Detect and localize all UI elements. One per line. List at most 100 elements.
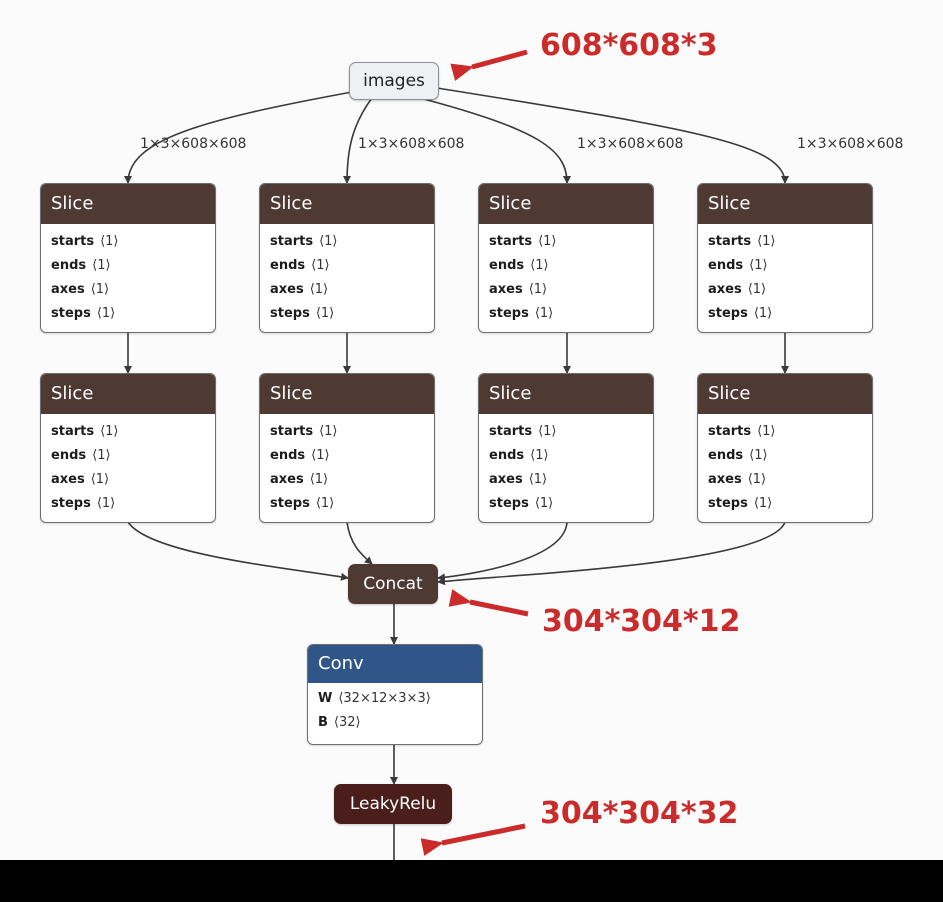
attr-value-starts: ⟨1⟩ <box>757 234 776 249</box>
attr-name-steps: steps <box>51 496 91 511</box>
attr-value-axes: ⟨1⟩ <box>747 282 767 297</box>
attr-value-starts: ⟨1⟩ <box>319 234 338 249</box>
node-title: Slice <box>479 184 653 224</box>
attr-name-ends: ends <box>270 258 306 273</box>
attr-value-starts: ⟨1⟩ <box>100 234 119 249</box>
concat-node[interactable]: Concat <box>348 564 438 604</box>
edge-slice2-3-concat <box>437 521 568 582</box>
annotation-arrow-concat <box>448 589 529 617</box>
node-title: Slice <box>41 374 215 414</box>
attr-value-ends: ⟨1⟩ <box>530 448 549 463</box>
slice-node-r2-c4[interactable]: Slice starts⟨1⟩ ends⟨1⟩ axes⟨1⟩ steps⟨1⟩ <box>697 373 873 523</box>
attr-value-starts: ⟨1⟩ <box>319 424 338 439</box>
attr-value-steps: ⟨1⟩ <box>315 496 335 511</box>
node-title: Slice <box>479 374 653 414</box>
attr-value-ends: ⟨1⟩ <box>311 448 330 463</box>
attr-name-starts: starts <box>51 424 95 439</box>
attr-value-steps: ⟨1⟩ <box>753 496 773 511</box>
node-title: Slice <box>260 374 434 414</box>
slice-node-r2-c1[interactable]: Slice starts⟨1⟩ ends⟨1⟩ axes⟨1⟩ steps⟨1⟩ <box>40 373 216 523</box>
attr-name-starts: starts <box>489 424 533 439</box>
annotation-arrow-leaky <box>420 823 526 856</box>
attr-name-ends: ends <box>270 448 306 463</box>
attr-value-axes: ⟨1⟩ <box>90 282 110 297</box>
attr-value-ends: ⟨1⟩ <box>92 448 111 463</box>
node-title: Slice <box>260 184 434 224</box>
attr-value-ends: ⟨1⟩ <box>530 258 549 273</box>
attr-value-steps: ⟨1⟩ <box>96 496 116 511</box>
edge-images-slice-2 <box>343 97 373 184</box>
attr-value-ends: ⟨1⟩ <box>92 258 111 273</box>
annotation-input-shape: 608*608*3 <box>540 28 718 63</box>
attr-name-steps: steps <box>489 306 529 321</box>
slice-node-r1-c3[interactable]: Slice starts⟨1⟩ ends⟨1⟩ axes⟨1⟩ steps⟨1⟩ <box>478 183 654 333</box>
node-title: Slice <box>698 184 872 224</box>
annotation-arrow-input <box>450 49 528 81</box>
edge-label-2: 1×3×608×608 <box>358 136 465 152</box>
node-title: Conv <box>308 645 482 683</box>
attr-name-steps: steps <box>708 306 748 321</box>
node-title: Slice <box>41 184 215 224</box>
attr-value-axes: ⟨1⟩ <box>528 282 548 297</box>
attr-value-steps: ⟨1⟩ <box>534 306 554 321</box>
attr-name-ends: ends <box>51 258 87 273</box>
slice-node-r2-c3[interactable]: Slice starts⟨1⟩ ends⟨1⟩ axes⟨1⟩ steps⟨1⟩ <box>478 373 654 523</box>
attr-value-starts: ⟨1⟩ <box>538 424 557 439</box>
attr-value-starts: ⟨1⟩ <box>757 424 776 439</box>
attr-value-weights: ⟨32×12×3×3⟩ <box>338 691 431 706</box>
slice-node-r1-c4[interactable]: Slice starts⟨1⟩ ends⟨1⟩ axes⟨1⟩ steps⟨1⟩ <box>697 183 873 333</box>
attr-name-ends: ends <box>708 448 744 463</box>
attr-name-steps: steps <box>270 306 310 321</box>
edge-label-3: 1×3×608×608 <box>577 136 684 152</box>
attr-name-axes: axes <box>708 282 742 297</box>
attr-name-axes: axes <box>270 282 304 297</box>
edge-label-4: 1×3×608×608 <box>797 136 904 152</box>
attr-name-starts: starts <box>270 234 314 249</box>
edge-images-slice-1 <box>124 91 353 184</box>
attr-value-starts: ⟨1⟩ <box>100 424 119 439</box>
attr-name-ends: ends <box>708 258 744 273</box>
attr-name-starts: starts <box>270 424 314 439</box>
attr-name-axes: axes <box>489 472 523 487</box>
slice-node-r2-c2[interactable]: Slice starts⟨1⟩ ends⟨1⟩ axes⟨1⟩ steps⟨1⟩ <box>259 373 435 523</box>
attr-value-axes: ⟨1⟩ <box>90 472 110 487</box>
edge-images-slice-4 <box>436 87 789 184</box>
edge-slice2-1-concat <box>127 521 349 581</box>
attr-value-axes: ⟨1⟩ <box>747 472 767 487</box>
attr-name-bias: B <box>318 715 328 730</box>
attr-name-ends: ends <box>489 258 525 273</box>
edge-images-slice-3 <box>419 97 571 184</box>
attr-name-steps: steps <box>708 496 748 511</box>
attr-name-starts: starts <box>51 234 95 249</box>
conv-node[interactable]: Conv W ⟨32×12×3×3⟩ B ⟨32⟩ <box>307 644 483 745</box>
input-node-images[interactable]: images <box>349 62 439 100</box>
attr-name-axes: axes <box>51 472 85 487</box>
edge-slice2-2-concat <box>346 521 373 565</box>
edge-slice2-4-concat <box>437 521 786 586</box>
attr-value-ends: ⟨1⟩ <box>311 258 330 273</box>
attr-value-axes: ⟨1⟩ <box>309 472 329 487</box>
slice-node-r1-c2[interactable]: Slice starts⟨1⟩ ends⟨1⟩ axes⟨1⟩ steps⟨1⟩ <box>259 183 435 333</box>
attr-value-steps: ⟨1⟩ <box>534 496 554 511</box>
annotation-concat-shape: 304*304*12 <box>542 604 741 639</box>
attr-value-axes: ⟨1⟩ <box>528 472 548 487</box>
attr-value-bias: ⟨32⟩ <box>333 715 361 730</box>
attr-value-steps: ⟨1⟩ <box>315 306 335 321</box>
attr-value-ends: ⟨1⟩ <box>749 258 768 273</box>
leakyrelu-node[interactable]: LeakyRelu <box>334 784 452 824</box>
attr-value-ends: ⟨1⟩ <box>749 448 768 463</box>
attr-name-steps: steps <box>489 496 529 511</box>
attr-name-starts: starts <box>489 234 533 249</box>
attr-name-ends: ends <box>489 448 525 463</box>
attr-value-axes: ⟨1⟩ <box>309 282 329 297</box>
attr-name-steps: steps <box>270 496 310 511</box>
attr-name-axes: axes <box>708 472 742 487</box>
attr-name-starts: starts <box>708 424 752 439</box>
attr-name-weights: W <box>318 691 333 706</box>
attr-value-steps: ⟨1⟩ <box>96 306 116 321</box>
attr-name-ends: ends <box>51 448 87 463</box>
slice-node-r1-c1[interactable]: Slice starts⟨1⟩ ends⟨1⟩ axes⟨1⟩ steps⟨1⟩ <box>40 183 216 333</box>
attr-name-axes: axes <box>270 472 304 487</box>
